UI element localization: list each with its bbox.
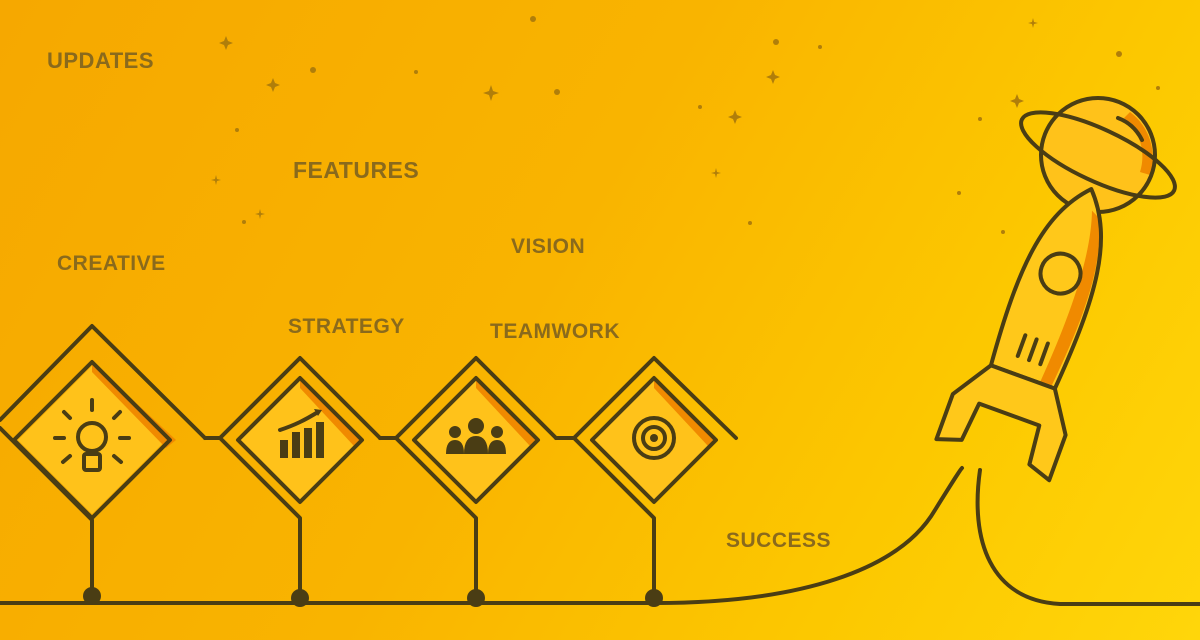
label-success: SUCCESS xyxy=(726,529,832,552)
label-strategy: STRATEGY xyxy=(288,315,405,338)
milestone-strategy xyxy=(203,356,382,607)
planet-icon xyxy=(1019,96,1177,214)
lightbulb-icon xyxy=(53,398,131,472)
label-updates: UPDATES xyxy=(47,48,154,73)
star-field xyxy=(211,16,1160,234)
target-icon xyxy=(632,416,676,460)
growth-chart-icon xyxy=(278,409,324,458)
progress-line xyxy=(0,466,964,605)
label-creative: CREATIVE xyxy=(57,252,166,275)
rocket-icon xyxy=(934,187,1103,483)
milestone-target xyxy=(554,356,738,607)
label-vision: VISION xyxy=(511,235,586,258)
milestone-creative xyxy=(0,324,207,605)
milestone-teamwork xyxy=(378,356,558,607)
exhaust-trail xyxy=(975,468,1200,606)
team-icon xyxy=(446,418,506,454)
label-teamwork: TEAMWORK xyxy=(490,320,620,343)
label-features: FEATURES xyxy=(293,157,420,183)
